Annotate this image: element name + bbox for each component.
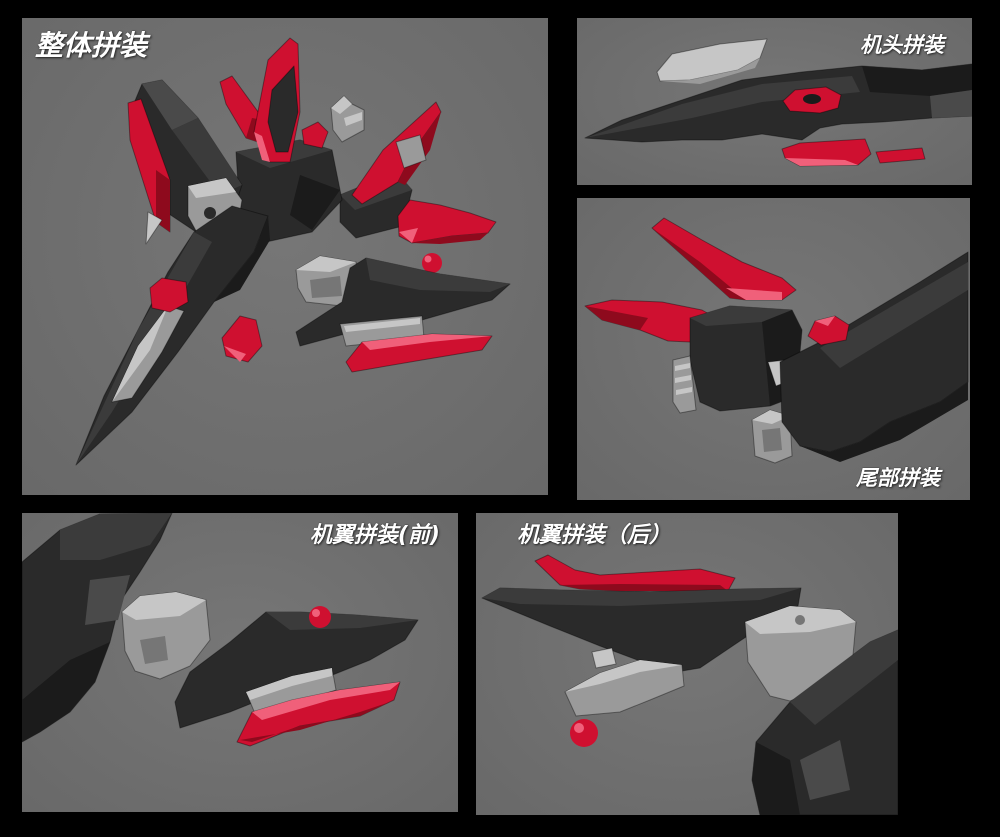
black-fuselage-side-shadow — [752, 742, 800, 815]
tail-spike — [145, 211, 163, 245]
black-front-wing-top — [266, 612, 418, 630]
red-tail-wing-large-shade — [652, 228, 746, 300]
red-sphere-highlight — [424, 255, 432, 263]
fuselage-nose-shadow — [214, 216, 270, 302]
gray-cylinders-highlight — [565, 660, 682, 692]
front-wing-parts-model — [22, 513, 419, 747]
black-fuselage-panel — [85, 575, 130, 625]
tail-assembly-title: 尾部拼装 — [856, 466, 940, 490]
nose-parts-model — [584, 38, 972, 167]
gray-wing-mount-top — [122, 592, 206, 620]
gray-wing-mount-hole — [795, 615, 805, 625]
gray-comb-tooth — [675, 363, 690, 371]
gray-cylinders-highlight — [344, 318, 420, 332]
rear-wing-assembly-render — [481, 554, 898, 815]
center-body-shadow — [290, 175, 340, 230]
red-side-part — [149, 277, 189, 313]
red-wing-blade-highlight — [252, 682, 400, 720]
tall-fin-highlight — [254, 132, 270, 162]
red-chin-part-highlight — [785, 158, 858, 166]
rear-wing-assembly-title: 机翼拼装（后） — [517, 523, 672, 548]
red-tail-wing-small-shade — [585, 306, 648, 330]
gray-cylinders-highlight — [246, 668, 332, 700]
front-wing-assembly-render — [22, 513, 419, 747]
red-dome-part-highlight — [815, 316, 835, 326]
gray-comb-tooth — [676, 387, 692, 395]
gray-wing-mount-slot — [140, 636, 168, 664]
tail-parts-model — [584, 217, 969, 464]
black-rear-wing-top — [482, 588, 801, 606]
tail-assembly-render — [584, 217, 969, 464]
nose-assembly-panel: 机头拼装 — [577, 18, 972, 185]
black-rear-fuselage-facet — [820, 262, 968, 368]
rear-wing-assembly-panel: 机翼拼装（后） — [476, 513, 898, 815]
red-sensor-ring-hole — [803, 94, 821, 104]
left-tail-top-facet — [142, 80, 198, 130]
black-fuselage-panel — [800, 740, 850, 800]
tail-assembly-panel: 尾部拼装 — [577, 198, 970, 500]
gray-comb-tooth — [675, 375, 691, 383]
gray-wing-mount-slot — [310, 276, 342, 298]
red-armor-part — [397, 199, 497, 244]
nose-rear-block — [862, 64, 972, 96]
nose-rear-facet — [930, 90, 972, 118]
gray-intake-top — [188, 178, 236, 198]
red-small-block — [301, 121, 329, 149]
gray-wing-mount-top — [296, 256, 356, 272]
gray-bracket-ridge — [344, 112, 362, 126]
red-wing-blade-shade — [240, 702, 390, 742]
left-tail-red-shade — [156, 170, 170, 232]
red-wing-edge-part-shade — [560, 584, 728, 591]
left-tail-side-facet — [172, 118, 242, 195]
gray-bracket-face — [331, 96, 352, 114]
red-sphere — [422, 253, 442, 273]
front-wing-assembly-panel: 机翼拼装(前) — [22, 513, 458, 812]
red-sphere — [570, 719, 598, 747]
gray-lower-bracket-top — [752, 410, 790, 424]
black-front-wing — [174, 611, 419, 729]
nose-assembly-title: 机头拼装 — [860, 33, 944, 57]
nose-cone-top-facet — [585, 76, 860, 138]
full-assembly-title: 整体拼装 — [35, 29, 148, 62]
black-fuselage-side-shadow — [22, 642, 110, 742]
black-fuselage-side-top — [60, 513, 172, 560]
canopy-part — [656, 38, 768, 82]
full-assembly-render — [75, 37, 511, 466]
red-sphere — [309, 606, 331, 628]
red-wing-blade-highlight — [362, 334, 492, 350]
rear-wing-parts-model — [481, 554, 898, 815]
gray-lower-bracket-slot — [762, 428, 782, 452]
red-tail-wing-large-highlight — [726, 288, 782, 300]
canopy-part-shade — [660, 58, 760, 84]
red-sphere-highlight — [312, 609, 320, 617]
tall-fin-black-core — [267, 65, 299, 153]
red-foot-part-highlight — [224, 346, 246, 362]
front-wing-assembly-title: 机翼拼装(前) — [309, 523, 440, 548]
black-tail-block-top — [690, 306, 792, 326]
black-wing-top-facet — [366, 258, 510, 292]
gray-small-bracket — [591, 647, 617, 669]
nose-assembly-render — [584, 38, 972, 167]
black-fuselage-side-top — [790, 630, 898, 725]
red-sphere-highlight — [574, 723, 584, 733]
red-armor-part-shade — [412, 233, 488, 244]
intake-hole — [204, 207, 216, 219]
canopy-highlight — [112, 306, 168, 402]
fuselage-nose — [75, 205, 269, 466]
full-assembly-panel: 整体拼装 — [22, 18, 548, 495]
red-small-strip — [875, 147, 926, 164]
red-armor-part-highlight — [399, 228, 418, 243]
right-fin-gray-part — [395, 134, 427, 169]
assembled-fighter-model — [75, 37, 511, 466]
